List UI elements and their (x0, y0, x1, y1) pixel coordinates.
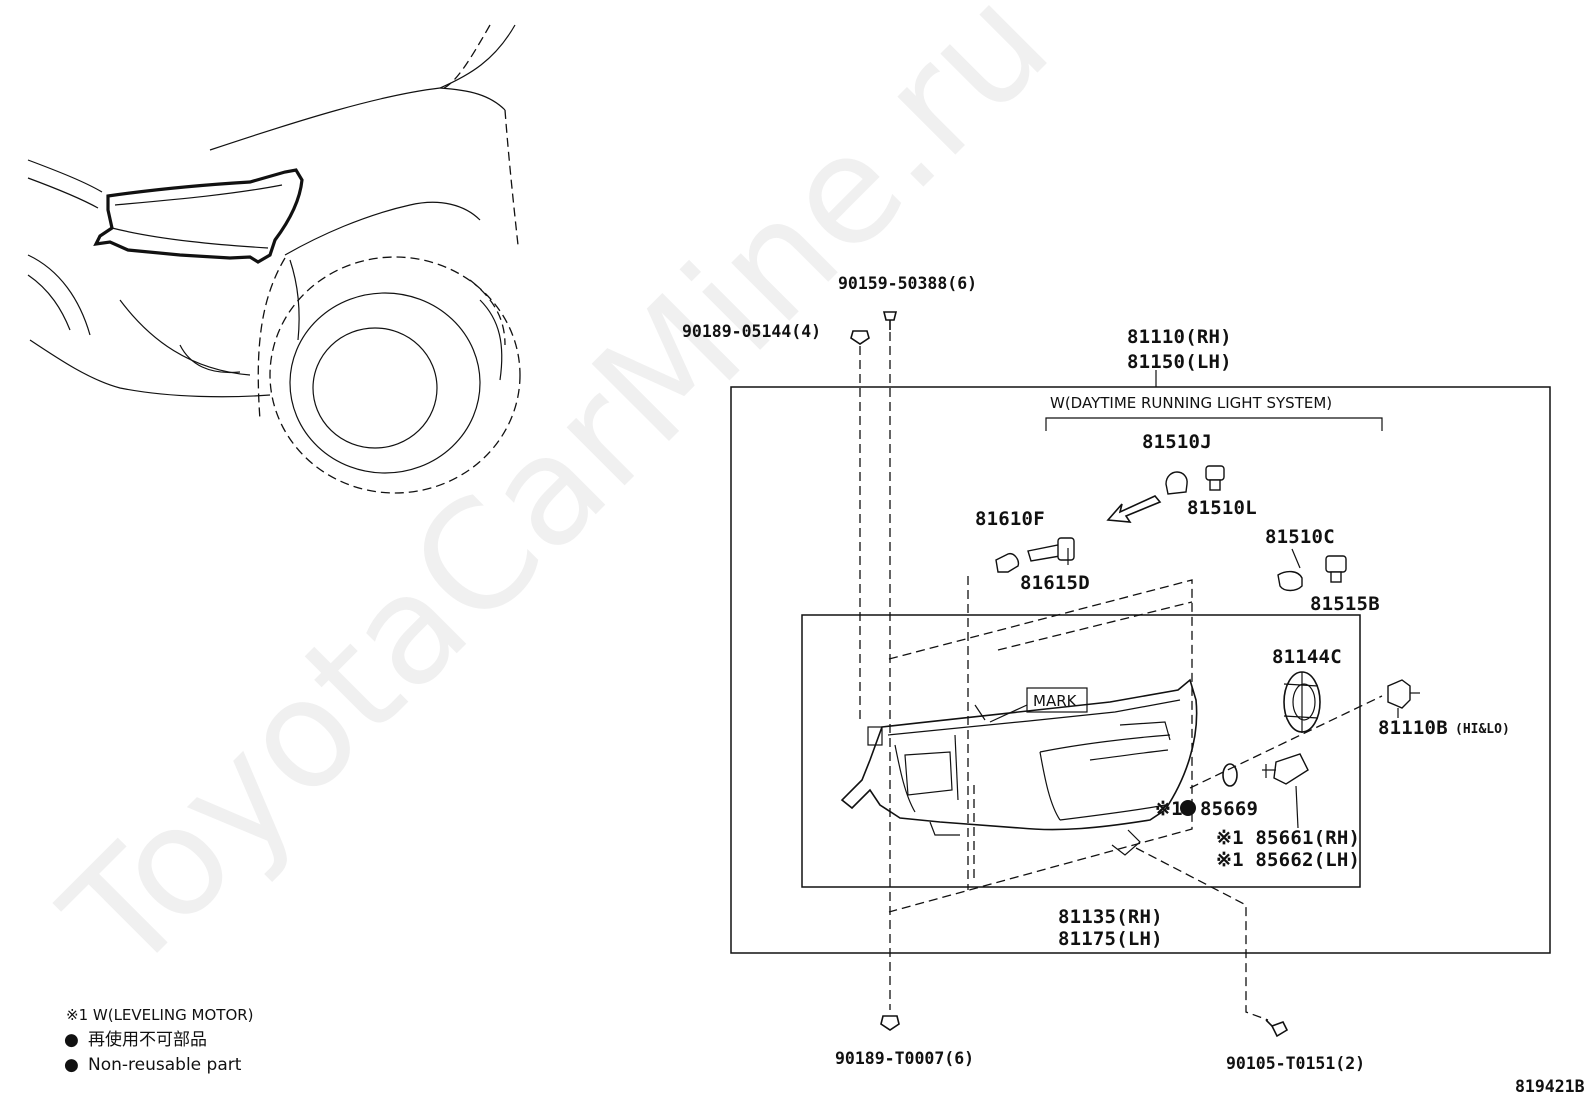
cap-81144C[interactable] (1283, 671, 1321, 733)
label-90159-50388[interactable]: 90159-50388(6) (838, 274, 977, 293)
ring-85669[interactable] (1222, 763, 1238, 787)
leveling-motor-85661[interactable] (1262, 753, 1309, 785)
legend-dot-icon-1: ● (64, 1030, 79, 1050)
legend-non-reusable-jp: 再使用不可部品 (88, 1029, 207, 1050)
label-81510L[interactable]: 81510L (1187, 497, 1257, 519)
legend-non-reusable-en: Non-reusable part (88, 1055, 242, 1075)
nut-90189-05144[interactable] (850, 330, 870, 345)
socket-81615D[interactable] (1027, 537, 1075, 565)
non-reusable-dot-icon (1180, 800, 1196, 816)
watermark: ToyotaCarMine.ru (32, 0, 1082, 1006)
label-81610F[interactable]: 81610F (975, 508, 1045, 530)
diagram-code: 819421B (1515, 1077, 1585, 1096)
socket-81515B[interactable] (1325, 555, 1347, 583)
label-85669-prefix: ※1 (1155, 798, 1183, 820)
bolt-90189-T0007[interactable] (880, 1015, 900, 1031)
bulb-81110B[interactable] (1387, 679, 1420, 718)
vehicle-locator-illustration (27, 24, 521, 494)
label-81135-rh[interactable]: 81135(RH) (1058, 906, 1163, 928)
label-81510J[interactable]: 81510J (1142, 431, 1212, 453)
direction-arrow-icon (1106, 495, 1162, 523)
label-90189-T0007[interactable]: 90189-T0007(6) (835, 1049, 974, 1068)
label-81175-lh[interactable]: 81175(LH) (1058, 928, 1163, 950)
drl-system-caption: W(DAYTIME RUNNING LIGHT SYSTEM) (1050, 394, 1332, 412)
label-81510C[interactable]: 81510C (1265, 526, 1335, 548)
svg-text:MARK: MARK (1033, 692, 1078, 710)
bulb-81510C[interactable] (1277, 570, 1303, 592)
mark-tag: MARK (989, 687, 1088, 723)
label-85669[interactable]: 85669 (1200, 798, 1258, 820)
label-90189-05144[interactable]: 90189-05144(4) (682, 322, 821, 341)
label-85662[interactable]: ※1 85662(LH) (1216, 849, 1360, 871)
label-85661[interactable]: ※1 85661(RH) (1216, 827, 1360, 849)
screw-90159-50388[interactable] (882, 311, 898, 330)
label-81110B-note: (HI&LO) (1455, 722, 1510, 737)
socket-81510L[interactable] (1205, 465, 1225, 491)
label-81515B[interactable]: 81515B (1310, 593, 1380, 615)
headlamp-assembly-box (730, 386, 1551, 954)
label-81110-rh[interactable]: 81110(RH) (1127, 326, 1232, 348)
legend-leveling-motor: ※1 W(LEVELING MOTOR) (66, 1006, 254, 1024)
headlamp-housing-81135[interactable] (840, 678, 1198, 856)
label-81110B[interactable]: 81110B (1378, 717, 1448, 739)
label-90105-T0151[interactable]: 90105-T0151(2) (1226, 1054, 1365, 1073)
label-81150-lh[interactable]: 81150(LH) (1127, 351, 1232, 373)
label-81615D[interactable]: 81615D (1020, 572, 1090, 594)
label-81144C[interactable]: 81144C (1272, 646, 1342, 668)
headlamp-location-outline (93, 168, 304, 264)
bulb-81610F[interactable] (995, 553, 1020, 573)
headlamp-unit-box (801, 614, 1361, 888)
bulb-81510J[interactable] (1165, 471, 1188, 495)
drl-system-bracket (1045, 417, 1383, 431)
screw-90105-T0151[interactable] (1265, 1019, 1289, 1038)
legend-dot-icon-2: ● (64, 1055, 79, 1075)
